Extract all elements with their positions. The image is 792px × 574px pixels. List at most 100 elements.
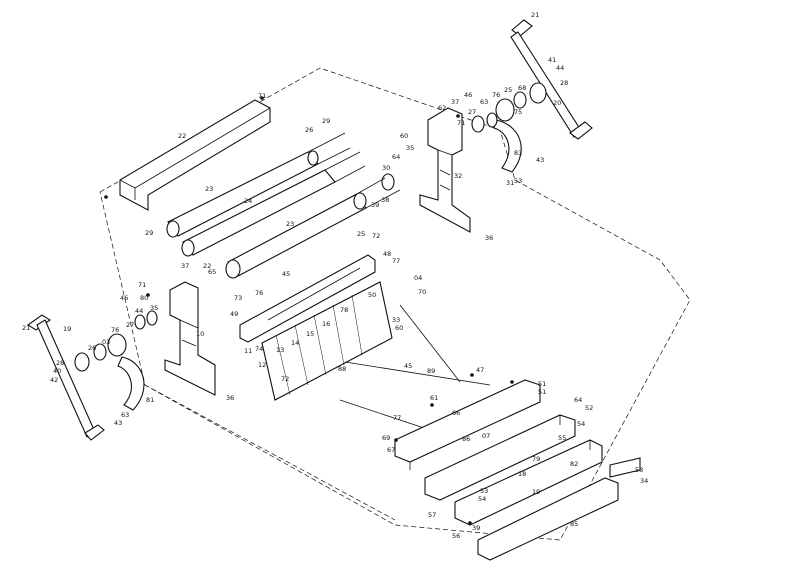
callout-label: 28 [56, 359, 64, 367]
lower-roller [225, 173, 401, 279]
callout-label: 72 [281, 375, 289, 383]
callout-label: 80 [140, 294, 148, 302]
callout-label: 13 [276, 346, 284, 354]
callout-label: 20 [553, 99, 561, 107]
callout-label: 37 [181, 262, 189, 270]
callout-label: 72 [372, 232, 380, 240]
callout-label: 30 [382, 164, 390, 172]
callout-label: 67 [387, 446, 395, 454]
middle-roller [181, 151, 366, 257]
callout-label: 56 [452, 532, 460, 540]
callout-label: 25 [357, 230, 365, 238]
right-side-frame [419, 107, 498, 233]
left-side-frame [164, 281, 216, 396]
callout-label: 37 [451, 98, 459, 106]
callout-label: 86 [462, 435, 470, 443]
callout-label: 47 [476, 366, 484, 374]
callout-label: 25 [504, 86, 512, 94]
callout-label: 07 [482, 432, 490, 440]
callout-label: 41 [548, 56, 556, 64]
callout-label: 53 [514, 177, 522, 185]
callout-label: 33 [392, 316, 400, 324]
callout-label: 40 [53, 367, 61, 375]
callout-label: 39 [371, 201, 379, 209]
callout-label: 51 [538, 380, 546, 388]
callout-label: 57 [428, 511, 436, 519]
callout-label: 19 [532, 488, 540, 496]
callout-label: 43 [114, 419, 122, 427]
base-assembly [394, 379, 641, 561]
callout-label: 55 [558, 434, 566, 442]
callout-label: 22 [178, 132, 186, 140]
callout-label: 45 [282, 270, 290, 278]
left-crank-handle [27, 310, 158, 441]
callout-label: 43 [536, 156, 544, 164]
callout-label: 51 [538, 388, 546, 396]
callout-label: 03 [102, 338, 110, 346]
callout-label: 77 [393, 414, 401, 422]
callout-label: 35 [150, 304, 158, 312]
callout-label: 71 [138, 281, 146, 289]
upper-roller [166, 132, 351, 238]
callout-label: 76 [255, 289, 263, 297]
top-cover [119, 99, 271, 211]
callout-label: 46 [464, 91, 472, 99]
callout-label: 70 [418, 288, 426, 296]
callout-label: 53 [480, 487, 488, 495]
callout-label: 71 [258, 92, 266, 100]
callout-label: 36 [226, 394, 234, 402]
callout-label: 62 [438, 104, 446, 112]
callout-label: 23 [286, 220, 294, 228]
callout-label: 24 [244, 197, 252, 205]
finger-plate [239, 254, 393, 401]
callout-label: 66 [452, 409, 460, 417]
callout-label: 38 [381, 196, 389, 204]
callout-label: 81 [146, 396, 154, 404]
callout-label: 44 [556, 64, 564, 72]
callout-label: 42 [50, 376, 58, 384]
callout-label: 74 [255, 345, 263, 353]
callout-label: 26 [305, 126, 313, 134]
callout-label: 29 [322, 117, 330, 125]
callout-label: 75 [514, 108, 522, 116]
callout-label: 78 [340, 306, 348, 314]
callout-label: 44 [135, 307, 143, 315]
callout-label: 54 [577, 420, 585, 428]
callout-labels: 21 20 41 44 28 68 25 76 63 27 75 46 37 6… [22, 11, 648, 540]
callout-label: 39 [472, 524, 480, 532]
callout-label: 18 [518, 470, 526, 478]
callout-label: 64 [574, 396, 582, 404]
callout-label: 45 [404, 362, 412, 370]
callout-label: 36 [485, 234, 493, 242]
callout-label: 68 [518, 84, 526, 92]
callout-label: 21 [531, 11, 539, 19]
callout-label: 23 [205, 185, 213, 193]
callout-label: 31 [506, 179, 514, 187]
callout-label: 58 [635, 466, 643, 474]
right-crank-handle [493, 19, 593, 173]
callout-label: 34 [640, 477, 648, 485]
callout-label: 63 [480, 98, 488, 106]
callout-label: 64 [392, 153, 400, 161]
callout-label: 69 [382, 434, 390, 442]
callout-label: 28 [560, 79, 568, 87]
callout-label: 52 [585, 404, 593, 412]
callout-label: 79 [532, 455, 540, 463]
alignment-outline [99, 67, 691, 541]
callout-label: 22 [203, 262, 211, 270]
callout-label: 77 [392, 257, 400, 265]
callout-label: 11 [244, 347, 252, 355]
callout-label: 21 [22, 324, 30, 332]
callout-label: 29 [145, 229, 153, 237]
callout-label: 35 [406, 144, 414, 152]
callout-label: 12 [258, 361, 266, 369]
callout-label: 14 [291, 339, 299, 347]
support-bars [339, 304, 491, 431]
callout-label: 71 [457, 119, 465, 127]
callout-label: 60 [395, 324, 403, 332]
callout-label: 82 [570, 460, 578, 468]
callout-label: 76 [111, 326, 119, 334]
callout-label: 27 [468, 108, 476, 116]
callout-label: 26 [88, 344, 96, 352]
